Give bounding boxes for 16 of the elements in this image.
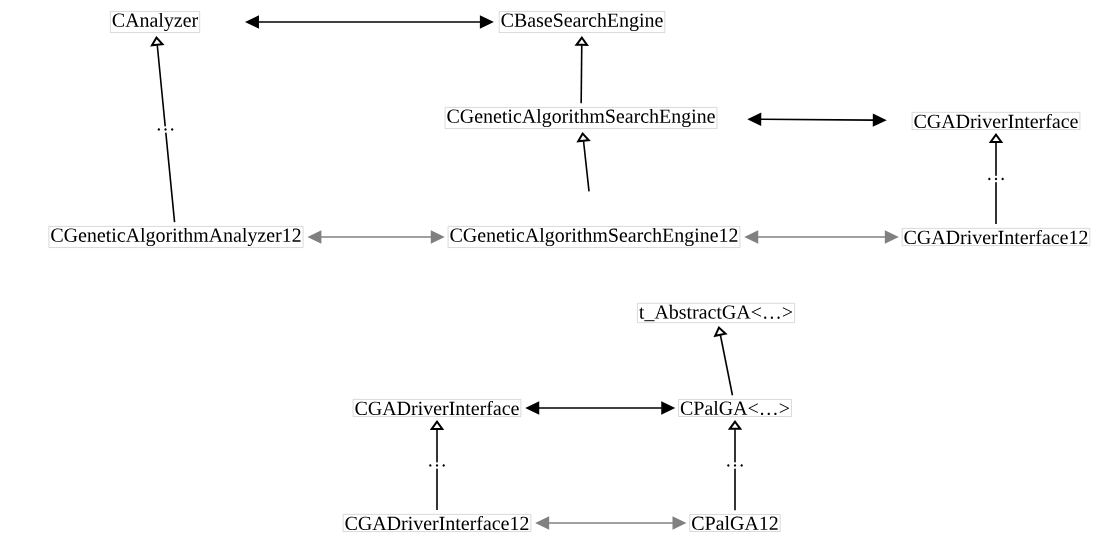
class-box: CGADriverInterface xyxy=(352,399,522,417)
edge-label: … xyxy=(425,462,449,469)
class-box: CBaseSearchEngine xyxy=(498,11,666,33)
class-box: CGeneticAlgorithmSearchEngine12 xyxy=(447,226,741,248)
class-box: CGADriverInterface12 xyxy=(901,228,1091,246)
edge-label: … xyxy=(723,462,747,469)
class-box: CGADriverInterface xyxy=(911,112,1081,130)
class-box: t_AbstractGA<…> xyxy=(637,303,795,323)
class-box: CGeneticAlgorithmAnalyzer12 xyxy=(48,226,304,248)
edge-label: … xyxy=(984,175,1008,183)
class-box: CPalGA12 xyxy=(689,514,781,532)
class-box: CPalGA<…> xyxy=(678,399,792,417)
class-box: CGeneticAlgorithmSearchEngine xyxy=(444,107,718,129)
edge-label: … xyxy=(153,126,178,133)
class-box: CAnalyzer xyxy=(110,11,200,33)
class-box: CGADriverInterface12 xyxy=(342,514,532,532)
